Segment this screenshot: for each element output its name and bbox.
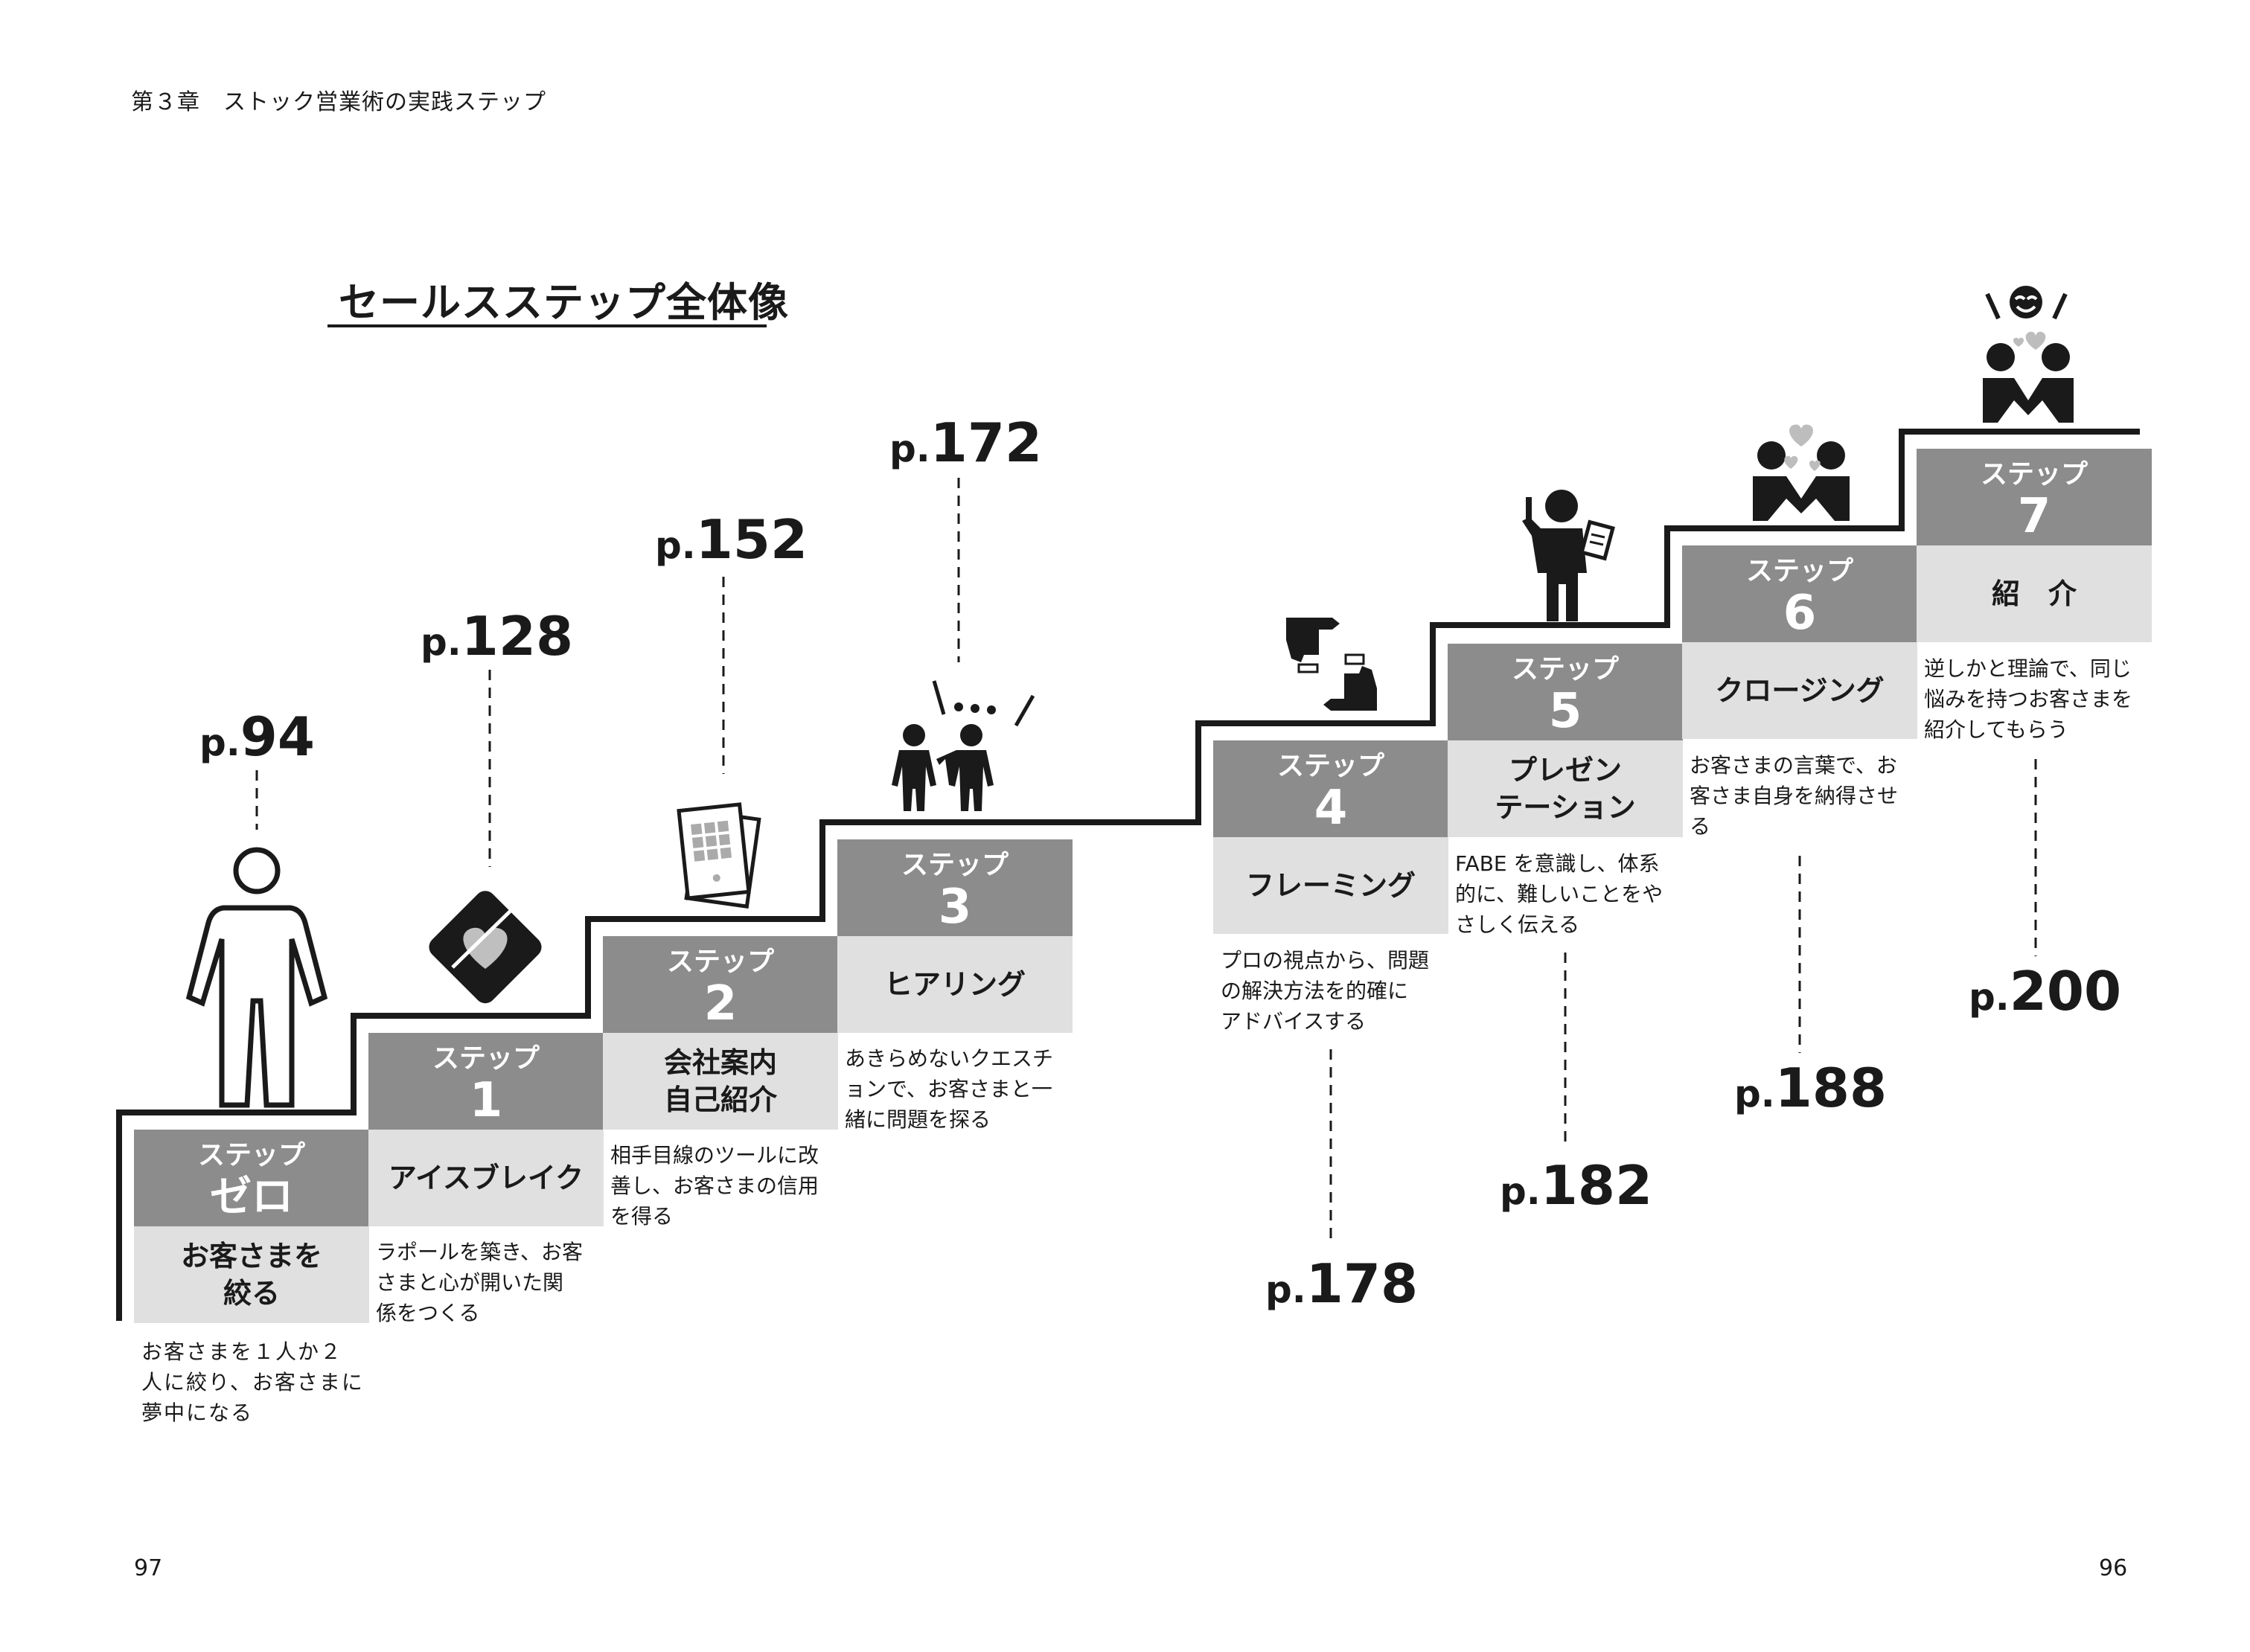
step-description-3: あきらめないクエスチ ョンで、お客さまと一 緒に問題を探る — [845, 1046, 1054, 1132]
step-number: 2 — [703, 976, 738, 1031]
step-description-6: お客さまの言葉で、お 客さま自身を納得させ る — [1690, 753, 1899, 839]
page-title: セールスステップ全体像 — [339, 279, 789, 326]
step-label: ステップ — [666, 947, 774, 977]
page-number-left: 97 — [134, 1555, 163, 1581]
step-header-7: ステップ 7 — [1917, 449, 2152, 545]
step-number: 7 — [2017, 489, 2051, 544]
step-description-5: FABE を意識し、体系 的に、難しいことをや さしく伝える — [1455, 851, 1663, 937]
step-label: ステップ — [197, 1140, 305, 1171]
step-name-6: クロージング — [1682, 642, 1917, 739]
step-number: ゼロ — [210, 1173, 293, 1221]
step-label: ステップ — [432, 1043, 540, 1074]
step-name-5: プレゼン テーション — [1448, 740, 1683, 837]
person-icon — [185, 847, 328, 1108]
step-header-4: ステップ 4 — [1213, 740, 1448, 837]
page-ref-2: p.152 — [655, 508, 808, 571]
conversation-icon — [892, 680, 1035, 811]
step-description-2: 相手目線のツールに改 善し、お客さまの信用 を得る — [610, 1143, 819, 1229]
step-name-7: 紹 介 — [1917, 545, 2152, 642]
heart-card-icon — [429, 891, 542, 1004]
step-label: ステップ — [1511, 654, 1619, 685]
step-number: 6 — [1783, 586, 1817, 641]
step-header-3: ステップ 3 — [837, 839, 1073, 936]
step-description-0: お客さまを１人か２ 人に絞り、お客さまに 夢中になる — [141, 1339, 364, 1425]
step-header-0: ステップ ゼロ — [134, 1130, 369, 1226]
title-underline — [327, 324, 767, 327]
step-description-7: 逆しかと理論で、同じ 悩みを持つお客さまを 紹介してもらう — [1924, 656, 2133, 742]
page-ref-4: p.178 — [1265, 1252, 1419, 1315]
page-ref-6: p.188 — [1734, 1057, 1888, 1119]
step-header-1: ステップ 1 — [368, 1033, 604, 1130]
step-description-1: ラポールを築き、お客 さまと心が開いた関 係をつくる — [376, 1240, 584, 1325]
step-number: 4 — [1314, 781, 1348, 836]
step-number: 1 — [469, 1073, 503, 1128]
presenter-icon — [1522, 490, 1615, 621]
step-name-3: ヒアリング — [837, 936, 1073, 1033]
step-name-4: フレーミング — [1213, 837, 1448, 934]
chapter-header: 第３章 ストック営業術の実践ステップ — [131, 89, 546, 115]
step-header-5: ステップ 5 — [1448, 644, 1683, 740]
handshake-hearts-icon — [1753, 424, 1850, 521]
step-label: ステップ — [1276, 751, 1384, 781]
step-label: ステップ — [1745, 556, 1853, 586]
page-ref-3: p.172 — [889, 412, 1043, 474]
brochure-icon — [677, 802, 761, 909]
step-description-4: プロの視点から、問題 の解決方法を的確に アドバイスする — [1221, 948, 1430, 1034]
page-ref-5: p.182 — [1500, 1154, 1653, 1217]
step-number: 5 — [1548, 684, 1582, 739]
framing-hands-icon — [1286, 618, 1377, 711]
step-name-2: 会社案内 自己紹介 — [603, 1033, 838, 1130]
happy-handshake-icon — [1983, 286, 2074, 423]
step-label: ステップ — [1980, 459, 2088, 490]
step-header-2: ステップ 2 — [603, 936, 838, 1033]
step-header-6: ステップ 6 — [1682, 545, 1917, 642]
step-name-0: お客さまを 絞る — [134, 1226, 369, 1323]
step-label: ステップ — [901, 850, 1009, 880]
step-number: 3 — [938, 880, 972, 935]
staircase-outline — [116, 429, 2140, 1321]
page-number-right: 96 — [2099, 1555, 2128, 1581]
page-ref-0: p.94 — [199, 705, 315, 768]
page-ref-7: p.200 — [1969, 960, 2122, 1022]
page-ref-1: p.128 — [421, 605, 574, 667]
step-name-1: アイスブレイク — [368, 1130, 604, 1226]
